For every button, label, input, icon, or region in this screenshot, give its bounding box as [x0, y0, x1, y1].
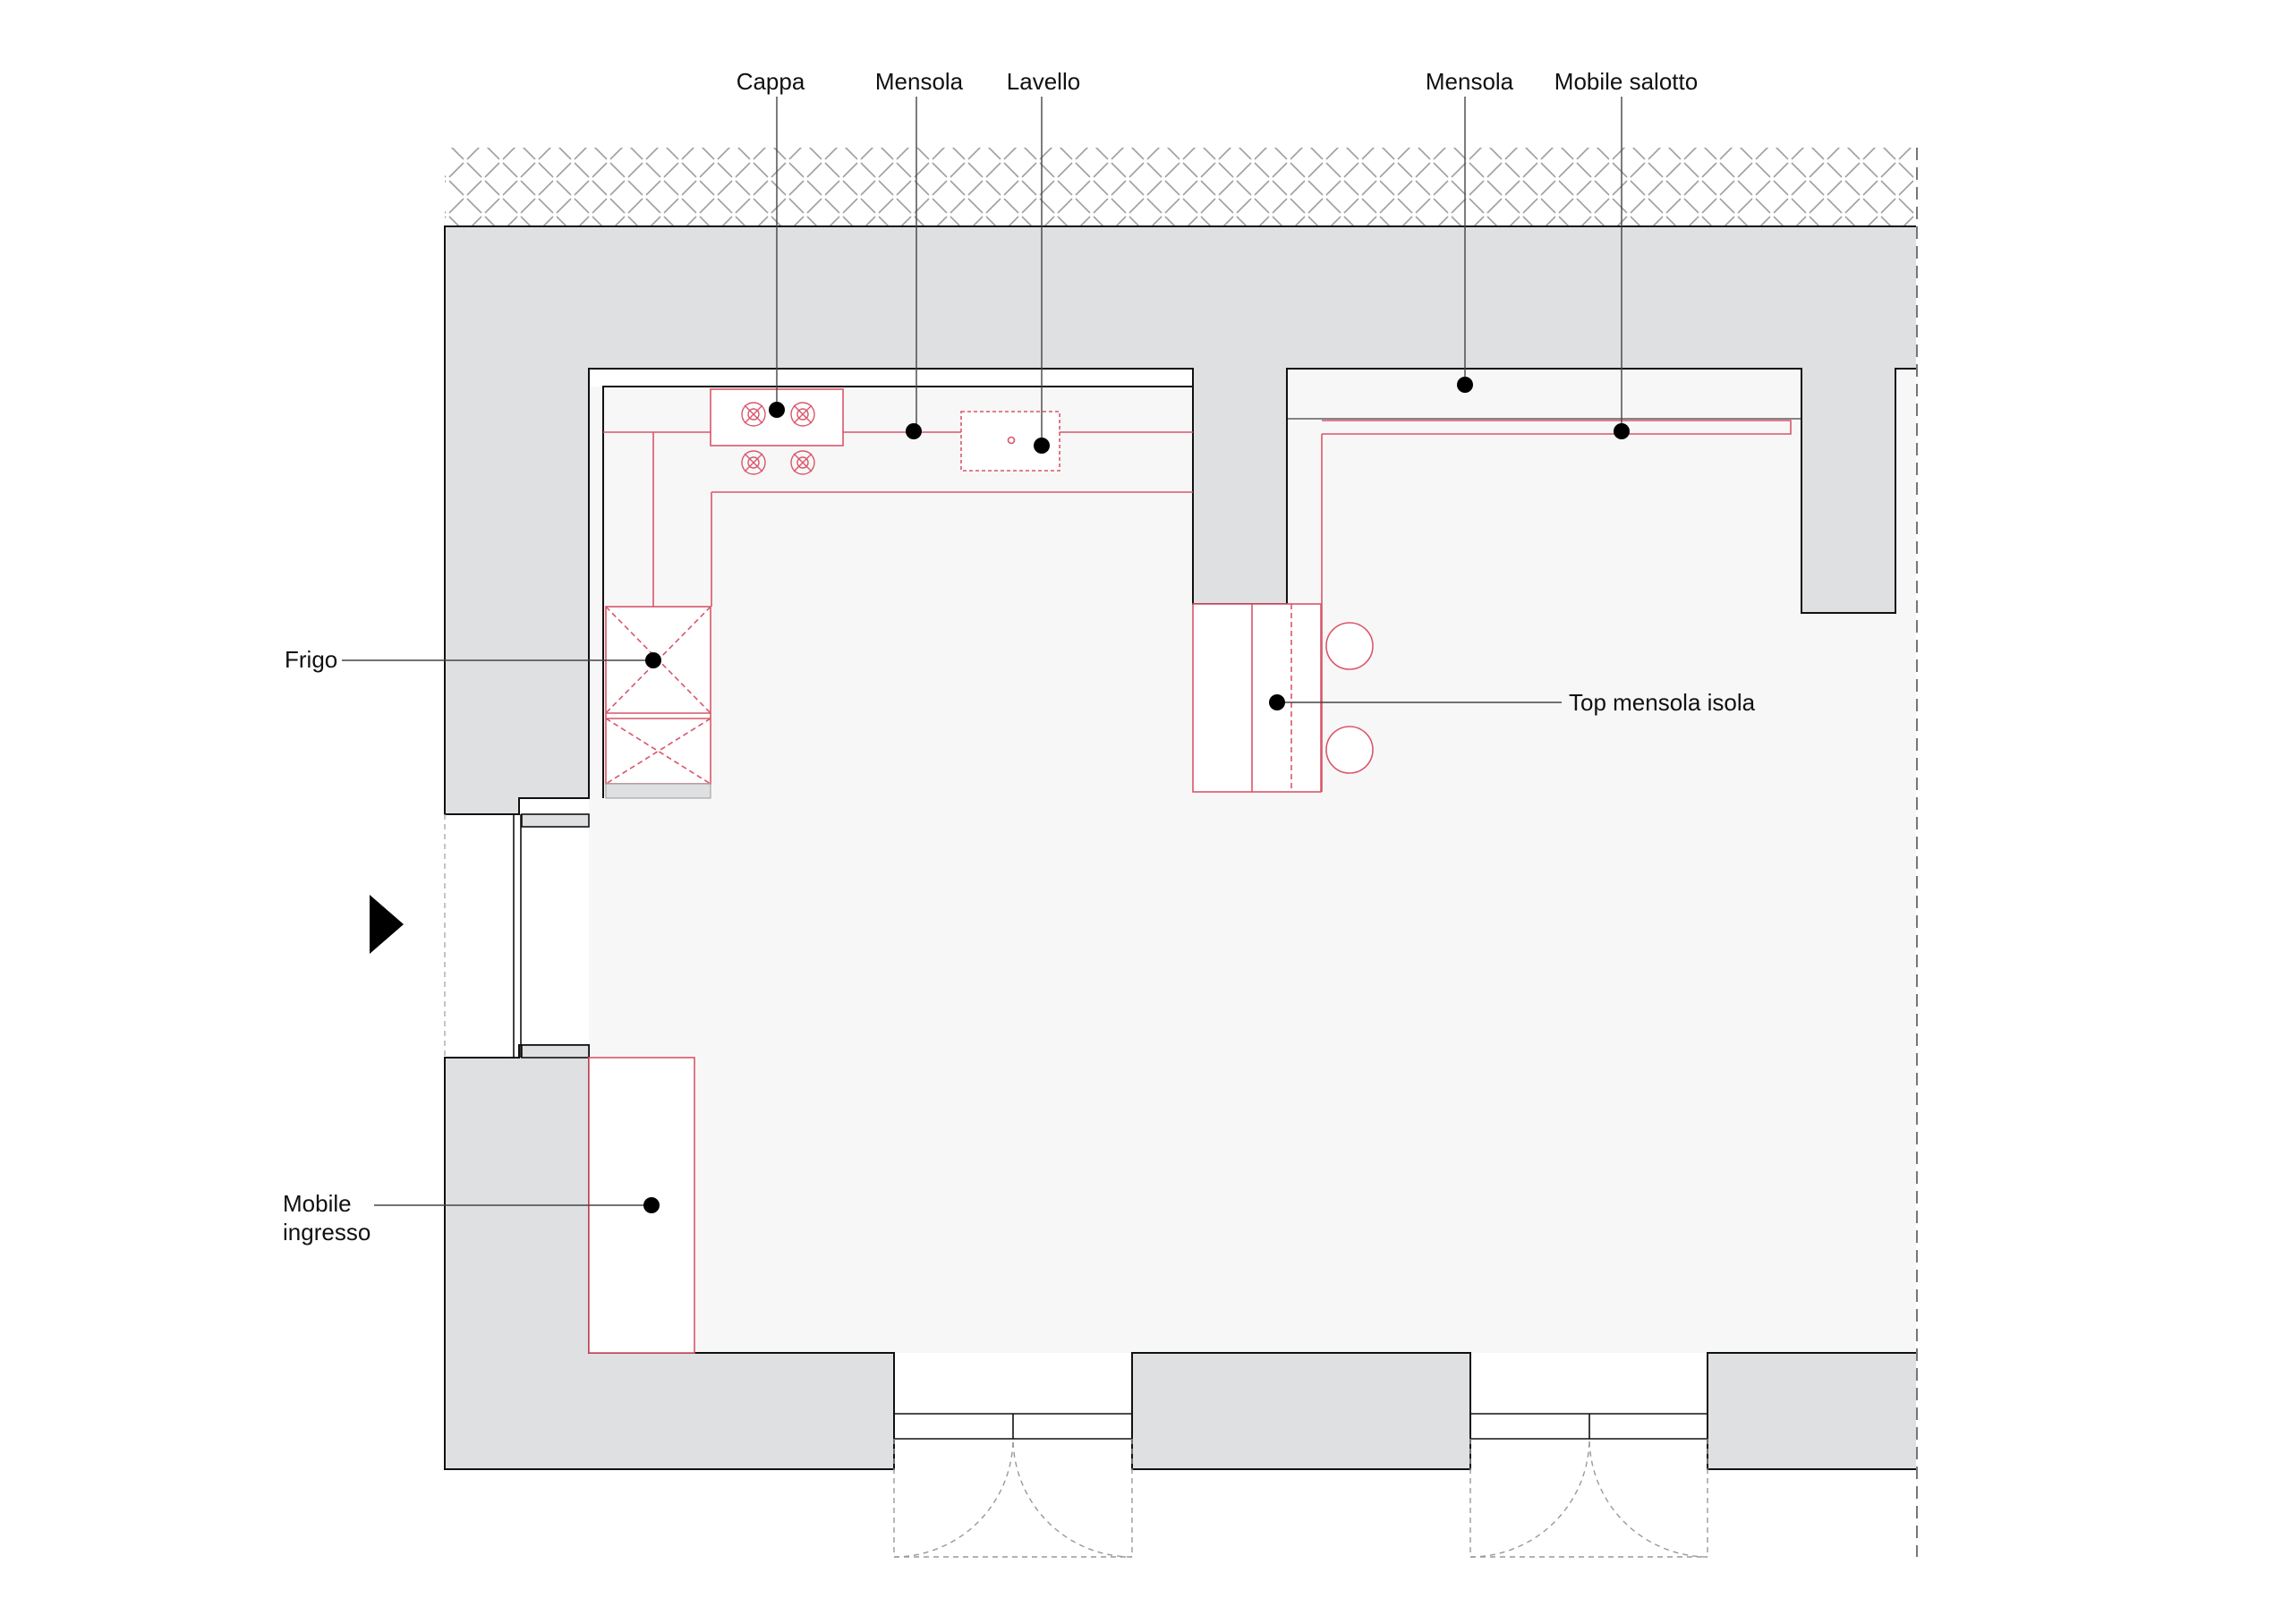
stools: [1325, 622, 1374, 774]
label-frigo: Frigo: [285, 646, 337, 673]
label-top-mensola-isola: Top mensola isola: [1569, 689, 1756, 716]
callout-dots: [643, 377, 1630, 1213]
callout-dot-icon: [643, 1197, 660, 1213]
exterior-hatch: [445, 148, 1917, 226]
fridge: [605, 606, 711, 785]
living-shelf: [1287, 418, 1801, 792]
window-2: [1470, 1413, 1708, 1440]
label-cappa: Cappa: [737, 68, 805, 95]
label-mensola-living: Mensola: [1426, 68, 1514, 95]
label-mobile-salotto: Mobile salotto: [1554, 68, 1698, 95]
wall-east-cover: [1916, 224, 1921, 1476]
callout-dot-icon: [1614, 423, 1630, 439]
window-1: [894, 1413, 1132, 1440]
wall-south-east: [1707, 1352, 1918, 1470]
label-mobile-ingresso-line1: Mobile: [283, 1190, 352, 1217]
island: [1192, 603, 1322, 793]
walls: [444, 225, 1918, 1470]
callout-dot-icon: [645, 652, 661, 668]
callout-dot-icon: [1269, 694, 1285, 710]
callout-dot-icon: [1457, 377, 1473, 393]
wall-south-middle: [1131, 1352, 1471, 1470]
window-swing-arcs: [893, 1438, 1708, 1558]
label-mobile-ingresso-line2: ingresso: [283, 1219, 370, 1246]
label-lavello: Lavello: [1007, 68, 1080, 95]
callout-dot-icon: [1034, 438, 1050, 454]
fridge-plinth: [605, 783, 711, 799]
sink-drain: [1007, 436, 1016, 445]
entrance-door: [513, 813, 590, 1059]
hob-burners: [741, 402, 815, 475]
kitchen-counter: [603, 431, 1193, 607]
callout-dot-icon: [769, 402, 785, 418]
leader-lines: [342, 97, 1622, 1206]
entrance-arrow-icon: [370, 895, 404, 954]
label-mensola-kitchen: Mensola: [875, 68, 964, 95]
callout-dot-icon: [906, 423, 922, 439]
interior-floor: [589, 369, 1917, 1353]
